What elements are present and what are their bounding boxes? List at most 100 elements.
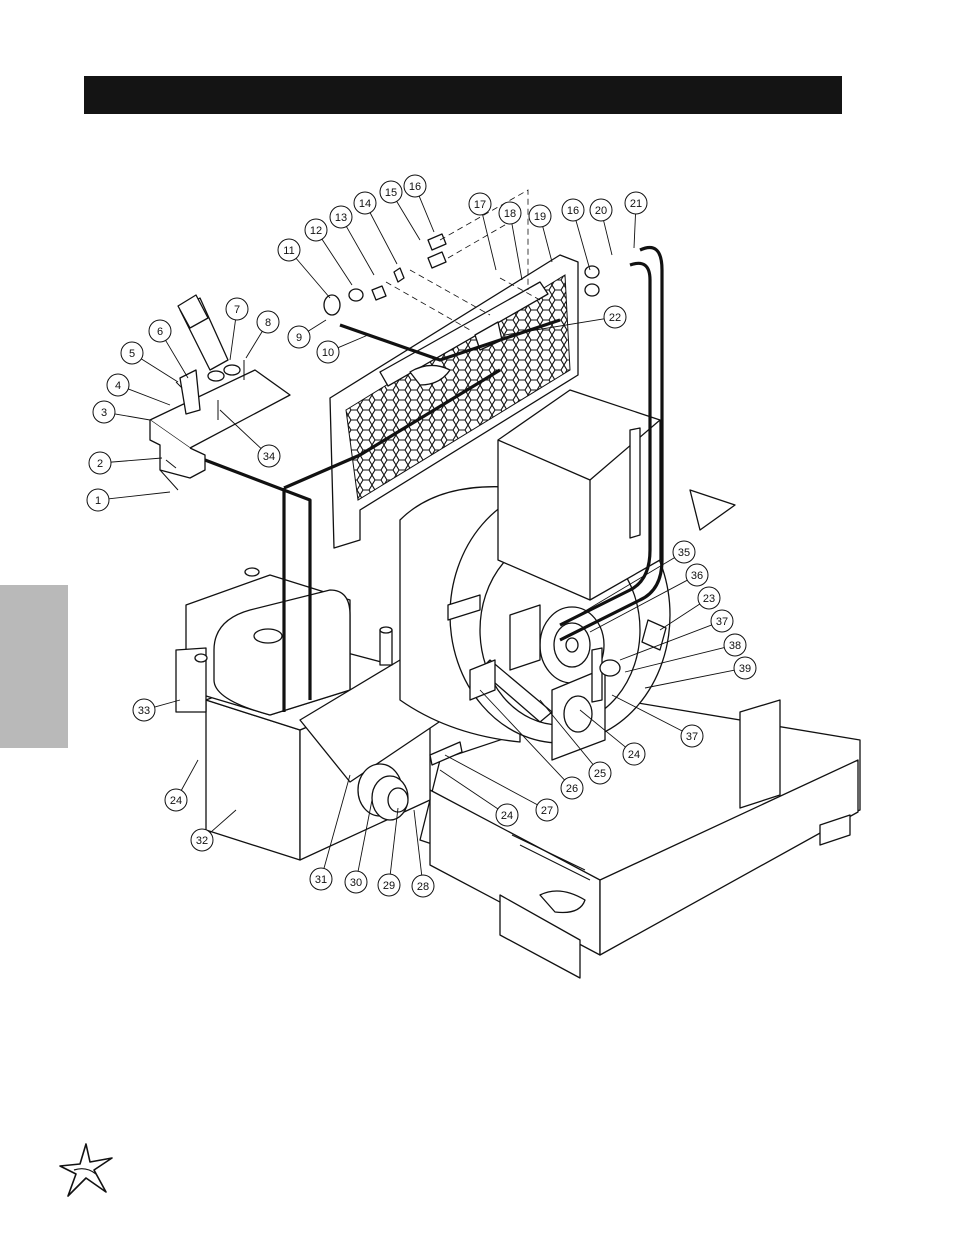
callout-number: 17 <box>474 199 486 211</box>
callout-16: 16 <box>561 198 585 222</box>
callout-leader-line <box>444 754 538 806</box>
callout-leader-line <box>219 409 262 449</box>
callout-34: 34 <box>257 444 281 468</box>
callout-circle <box>190 828 214 852</box>
callout-circle <box>733 656 757 680</box>
callout-leader-line <box>482 214 497 271</box>
assembly-dashed-lines <box>385 189 541 331</box>
callout-21: 21 <box>624 191 648 215</box>
callout-33: 33 <box>132 698 156 722</box>
callout-9: 9 <box>287 325 311 349</box>
callout-leader-line <box>575 220 591 271</box>
callout-number: 13 <box>335 212 347 224</box>
callout-28: 28 <box>411 874 435 898</box>
callout-circle <box>353 191 377 215</box>
callout-circle <box>256 310 280 334</box>
callout-number: 23 <box>703 593 715 605</box>
callout-number: 20 <box>595 205 607 217</box>
callout-18: 18 <box>498 201 522 225</box>
callout-leader-line <box>579 709 626 748</box>
callout-number: 37 <box>716 616 728 628</box>
callout-circle <box>723 633 747 657</box>
callout-leader-line <box>308 319 327 332</box>
callout-number: 16 <box>409 181 421 193</box>
callout-leader-line <box>619 624 712 661</box>
callout-number: 35 <box>678 547 690 559</box>
callout-24: 24 <box>495 803 519 827</box>
callout-leader-line <box>413 809 423 876</box>
callout-circle <box>498 201 522 225</box>
callout-number: 25 <box>594 768 606 780</box>
callout-circle <box>309 867 333 891</box>
callout-number: 29 <box>383 880 395 892</box>
callout-circle <box>624 191 648 215</box>
callout-number: 39 <box>739 663 751 675</box>
callout-circle <box>589 198 613 222</box>
callout-leader-line <box>418 195 435 233</box>
callout-leader-line <box>603 220 613 256</box>
callout-leader-line <box>644 669 735 689</box>
callout-number: 14 <box>359 198 371 210</box>
callout-38: 38 <box>723 633 747 657</box>
callout-23: 23 <box>697 586 721 610</box>
callout-leaders <box>108 195 735 876</box>
callout-19: 19 <box>528 204 552 228</box>
callout-number: 9 <box>296 332 302 344</box>
callout-leader-line <box>180 759 199 791</box>
callout-number: 10 <box>322 347 334 359</box>
callout-12: 12 <box>304 218 328 242</box>
callout-number: 12 <box>310 225 322 237</box>
throttle-knob-parts <box>323 233 600 316</box>
callout-30: 30 <box>344 870 368 894</box>
callout-leader-line <box>369 212 398 265</box>
control-bracket <box>149 294 291 491</box>
callout-leader-line <box>624 647 725 673</box>
callout-circle <box>403 174 427 198</box>
callout-6: 6 <box>148 319 172 343</box>
callout-24: 24 <box>164 788 188 812</box>
callout-number: 8 <box>265 317 271 329</box>
callout-circle <box>680 724 704 748</box>
callout-circle <box>603 305 627 329</box>
callout-number: 36 <box>691 570 703 582</box>
callout-number: 33 <box>138 705 150 717</box>
callout-37: 37 <box>680 724 704 748</box>
callout-leader-line <box>128 388 171 406</box>
callout-circle <box>92 400 116 424</box>
callout-leader-line <box>245 331 263 359</box>
callout-circle <box>304 218 328 242</box>
callout-8: 8 <box>256 310 280 334</box>
callout-circle <box>528 204 552 228</box>
drive-pulley <box>357 741 463 821</box>
callout-number: 19 <box>534 211 546 223</box>
callout-circle <box>106 373 130 397</box>
callout-circle <box>710 609 734 633</box>
callout-circle <box>535 798 559 822</box>
callout-leader-line <box>110 457 163 463</box>
callout-leader-line <box>389 807 399 875</box>
callout-leader-line <box>141 358 179 383</box>
callout-39: 39 <box>733 656 757 680</box>
callout-leader-line <box>108 491 171 500</box>
callout-17: 17 <box>468 192 492 216</box>
callout-24: 24 <box>622 742 646 766</box>
callout-number: 24 <box>501 810 513 822</box>
callout-leader-line <box>321 238 353 286</box>
callout-leader-line <box>589 579 688 633</box>
callout-circle <box>277 238 301 262</box>
callout-number: 31 <box>315 874 327 886</box>
callout-leader-line <box>209 809 237 834</box>
callout-circle <box>411 874 435 898</box>
callout-27: 27 <box>535 798 559 822</box>
callout-leader-line <box>295 258 331 299</box>
callout-leader-line <box>542 226 553 263</box>
callout-number: 37 <box>686 731 698 743</box>
callout-circle <box>86 488 110 512</box>
callout-1: 1 <box>86 488 110 512</box>
callout-number: 16 <box>567 205 579 217</box>
callout-number: 32 <box>196 835 208 847</box>
callout-leader-line <box>154 699 181 708</box>
callout-leader-line <box>611 694 683 732</box>
